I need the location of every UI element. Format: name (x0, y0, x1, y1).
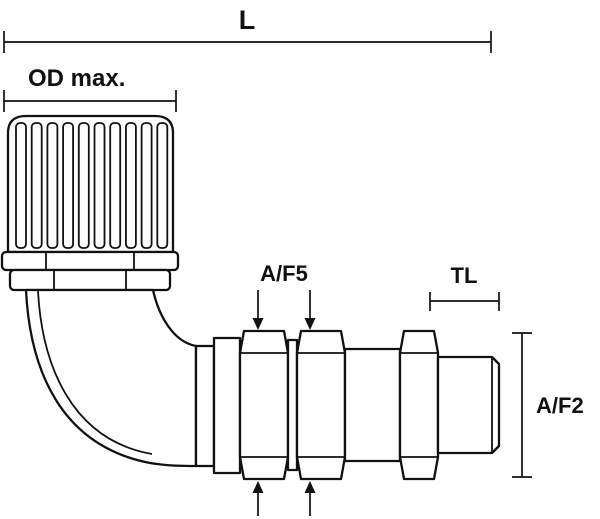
collar-band-upper (0, 250, 180, 272)
body-ring (212, 336, 242, 475)
gland-assembly (194, 329, 501, 481)
hex-nut (398, 329, 440, 481)
dimension-af5: A/F5 (252, 261, 316, 330)
spacer-ring (286, 338, 299, 472)
cap-rib (125, 122, 137, 249)
tl-label: TL (451, 263, 478, 288)
elbow-outline (24, 288, 198, 468)
cap-rib (15, 122, 27, 249)
cap-rib (77, 122, 90, 249)
down-arrow-head (304, 318, 316, 330)
od-max-label: OD max. (28, 65, 125, 92)
af5-label: A/F5 (260, 261, 308, 286)
elbow-neck (194, 344, 216, 468)
down-arrow-head (252, 318, 264, 330)
up-arrow-head (252, 481, 264, 493)
cap-rib (93, 122, 106, 249)
collar-band-lower (8, 268, 172, 292)
knurled-cap (6, 114, 175, 254)
cap-outline (6, 114, 175, 254)
lock-nut-2 (295, 329, 347, 481)
stud-outline (436, 355, 501, 455)
dimension-af2: A/F2 (512, 332, 584, 478)
cap-ribs (15, 122, 169, 249)
dimension-od-max: OD max. (3, 65, 177, 112)
cap-rib (156, 122, 169, 249)
cap-rib (109, 122, 122, 249)
cap-rib (140, 122, 153, 249)
cap-rib (30, 122, 43, 249)
overall-length-label: L (239, 5, 256, 35)
elbow-contour-line (37, 290, 153, 455)
cap-rib (46, 122, 59, 249)
dimension-tl: TL (429, 263, 500, 311)
cap-rib (62, 122, 74, 249)
dimension-overall-length: L (3, 5, 492, 53)
body-cylinder (343, 347, 402, 463)
lock-nut-1 (238, 329, 290, 481)
up-arrow-head (304, 481, 316, 493)
threaded-stud (436, 355, 501, 455)
elbow-body (24, 288, 198, 468)
bottom-arrows (252, 481, 316, 516)
cap-collar (0, 250, 180, 292)
af2-label: A/F2 (536, 393, 584, 418)
